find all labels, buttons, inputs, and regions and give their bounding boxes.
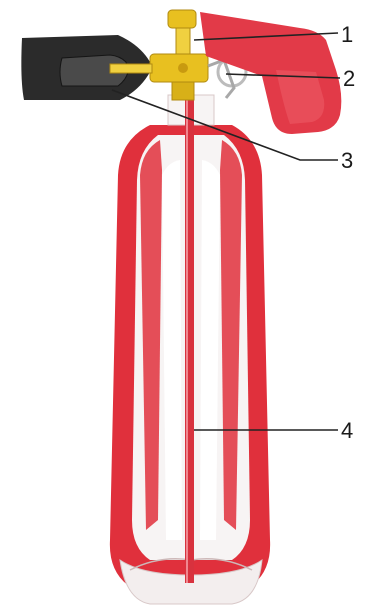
valve-outlet-pipe	[110, 64, 152, 73]
valve-stem	[176, 28, 190, 56]
valve-cap	[168, 10, 196, 28]
callout-number-2: 2	[343, 66, 355, 91]
callout-number-1: 1	[341, 22, 353, 47]
valve-bolt	[178, 63, 188, 73]
callout-numbers: 1 2 3 4	[341, 22, 355, 443]
callout-number-3: 3	[341, 148, 353, 173]
callout-number-4: 4	[341, 418, 353, 443]
siphon-tube-highlight	[186, 95, 188, 583]
valve-lower-body	[172, 82, 194, 100]
operating-handle	[200, 12, 341, 134]
